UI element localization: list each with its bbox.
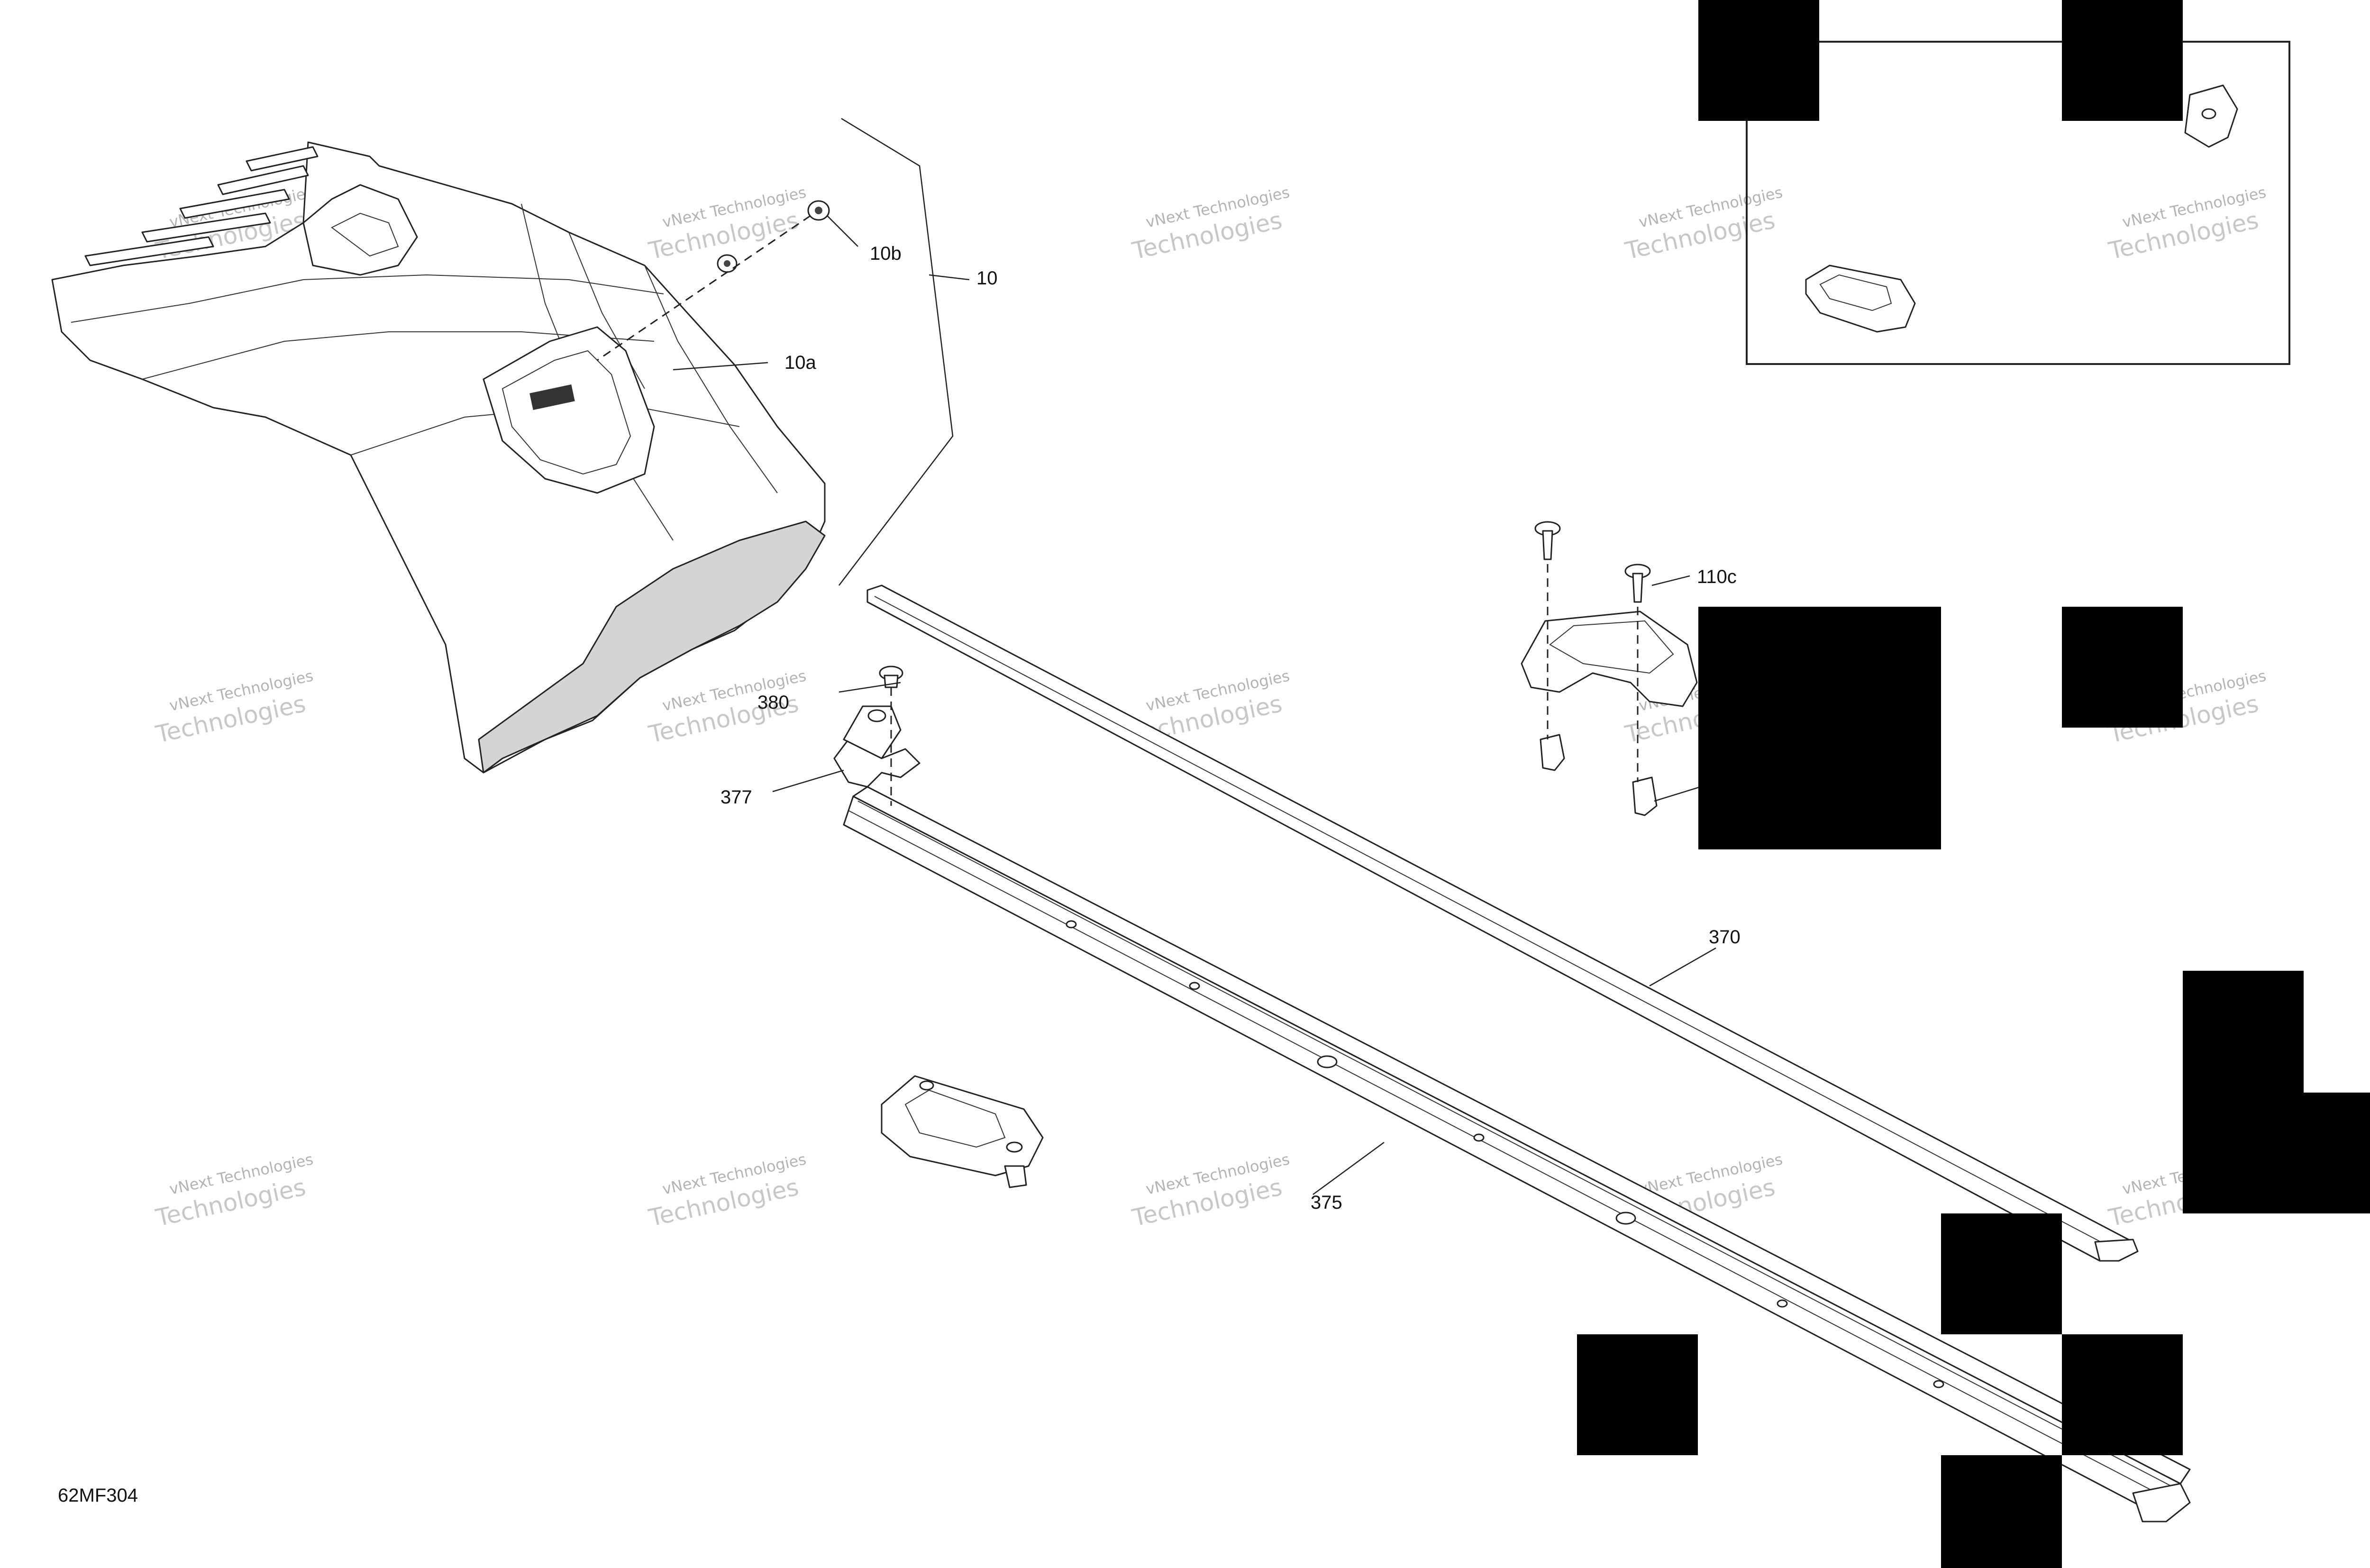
part-fastener-10b xyxy=(597,200,830,361)
part-handle-assembly xyxy=(1521,521,1698,816)
part-handle xyxy=(881,1075,1044,1188)
callout-110c: 110c xyxy=(1697,566,1737,587)
part-screw-380 xyxy=(879,665,903,688)
watermark: vNext Technologies Technologies xyxy=(153,1150,315,1232)
callout-10a: 10a xyxy=(784,352,816,373)
watermark: vNext Technologies Technologies xyxy=(1130,183,1291,265)
callout-10: 10 xyxy=(976,268,998,289)
callout-380: 380 xyxy=(757,692,789,713)
callout-375: 375 xyxy=(1311,1192,1342,1213)
detail-inset-box xyxy=(1746,41,2290,365)
callout-370: 370 xyxy=(1709,927,1741,948)
watermark: vNext Technologies Technologies xyxy=(646,183,808,265)
part-rail-375 xyxy=(843,786,2191,1522)
watermark: vNext Technologies Technologies xyxy=(646,1150,808,1232)
part-rail-370 xyxy=(866,584,2139,1262)
part-clamp-377 xyxy=(833,705,921,788)
leader-lines xyxy=(673,215,1716,1195)
watermark: vNext Technologies Technologies xyxy=(1130,1150,1291,1232)
callout-10b: 10b xyxy=(870,243,902,264)
group-bracket-10 xyxy=(839,118,954,586)
part-front-cover xyxy=(51,141,826,774)
redaction-blocks xyxy=(1577,0,2370,1568)
watermark: vNext Technologies Technologies xyxy=(2106,183,2268,265)
watermark: vNext Technologies Technologies xyxy=(153,666,315,748)
callout-377: 377 xyxy=(720,787,752,808)
cover-fins xyxy=(84,146,319,266)
watermark: vNext Technologies Technologies xyxy=(1623,183,1784,265)
drawing-code: 62MF304 xyxy=(58,1485,138,1506)
